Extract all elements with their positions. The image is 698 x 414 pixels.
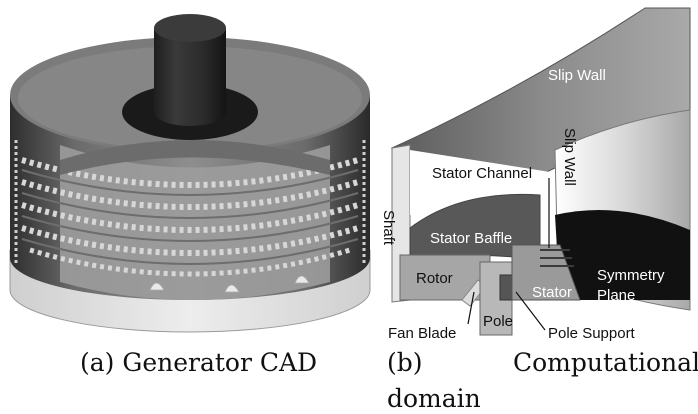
caption-b-label: (b)	[387, 348, 423, 377]
label-pole-support: Pole Support	[548, 325, 636, 342]
label-stator: Stator	[532, 284, 572, 301]
caption-b-word2: domain	[387, 384, 481, 413]
label-shaft: Shaft	[380, 210, 397, 246]
label-slip-wall-side: Slip Wall	[561, 128, 578, 186]
label-symmetry-plane-line1: Symmetry	[597, 267, 665, 284]
label-stator-baffle: Stator Baffle	[430, 230, 512, 247]
label-fan-blade: Fan Blade	[388, 325, 456, 342]
label-stator-channel: Stator Channel	[432, 165, 532, 182]
label-rotor: Rotor	[416, 270, 453, 287]
label-pole: Pole	[483, 313, 513, 330]
caption-b-word1: Computational	[513, 348, 698, 377]
winding-rings	[21, 157, 359, 277]
label-slip-wall-top: Slip Wall	[548, 67, 606, 84]
generator-cad-illustration	[9, 14, 371, 333]
computational-domain-illustration	[390, 7, 691, 336]
label-symmetry-plane-line2: Plane	[597, 287, 635, 304]
caption-a: (a) Generator CAD	[80, 348, 318, 377]
